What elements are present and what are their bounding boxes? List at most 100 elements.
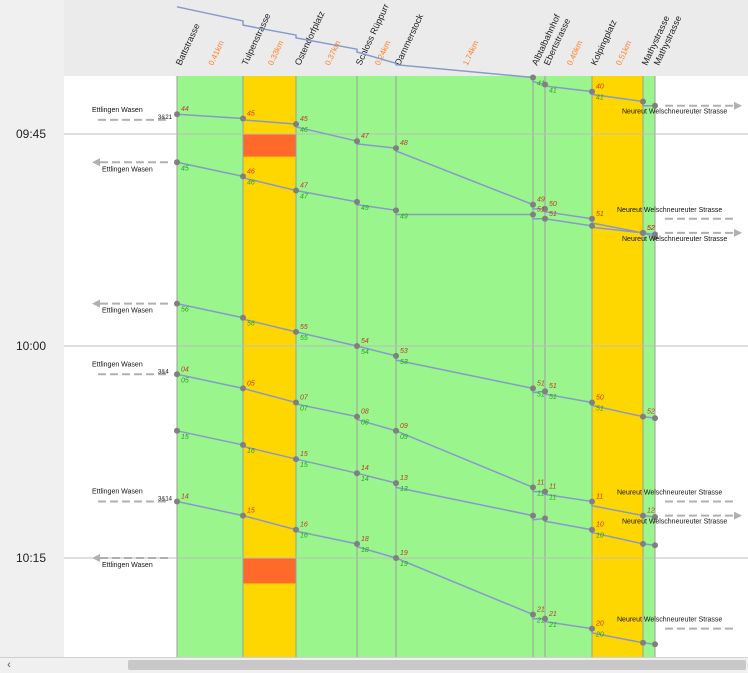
stop-event-dot (293, 456, 299, 463)
departure-minute-label: 05 (247, 380, 255, 387)
terminal-arrowhead (734, 228, 742, 237)
arrival-minute-label: 47 (300, 194, 309, 201)
stop-event-dot (354, 540, 360, 547)
terminal-arrowhead (734, 101, 742, 110)
terminal-arrowhead (92, 554, 100, 562)
stop-event-dot (393, 207, 399, 214)
stop-event-dot (589, 88, 595, 95)
arrival-minute-label: 41 (549, 88, 557, 95)
departure-minute-label: 11 (549, 484, 556, 491)
terminal-arrowhead (92, 158, 100, 167)
stop-event-dot (174, 111, 180, 118)
arrival-minute-label: 16 (247, 448, 255, 455)
stop-event-dot (589, 399, 595, 406)
stop-event-dot (354, 343, 360, 349)
departure-minute-label: 45 (300, 116, 308, 123)
departure-minute-label: 21 (536, 607, 545, 614)
stop-event-dot (589, 526, 595, 533)
arrival-minute-label: 09 (400, 434, 408, 441)
stop-event-dot (393, 145, 399, 152)
departure-minute-label: 52 (647, 409, 655, 416)
departure-minute-label: 14 (181, 493, 189, 500)
stop-event-dot (589, 498, 595, 505)
departure-minute-label: 45 (247, 110, 255, 117)
segment-band (357, 76, 396, 657)
stop-event-dot (589, 215, 595, 222)
terminal-label: Neureut Welschneureuter Strasse (622, 236, 727, 243)
time-axis-label: 09:45 (16, 127, 46, 141)
terminal-label: Neureut Welschneureuter Strasse (622, 109, 727, 116)
departure-minute-label: 14 (361, 465, 369, 472)
departure-minute-label: 21 (548, 611, 557, 618)
stop-event-dot (393, 427, 399, 434)
arrival-minute-label: 55 (300, 335, 308, 342)
arrival-minute-label: 05 (181, 377, 189, 384)
stop-event-dot (174, 498, 180, 505)
stop-event-dot (652, 415, 658, 422)
departure-minute-label: 52 (647, 225, 655, 232)
departure-minute-label: 46 (247, 168, 255, 175)
stop-event-dot (530, 201, 536, 208)
stop-event-dot (652, 514, 658, 521)
terminal-label: Ettlingen Wasen (92, 107, 143, 114)
stop-event-dot (542, 215, 548, 222)
stop-event-dot (530, 611, 536, 618)
terminal-label: Ettlingen Wasen (92, 488, 143, 495)
corner-background (0, 0, 64, 76)
stop-event-dot (293, 187, 299, 194)
arrival-minute-label: 21 (536, 618, 545, 625)
stop-event-dot (640, 413, 646, 420)
arrival-minute-label: 56 (181, 307, 189, 314)
stop-event-dot (354, 198, 360, 205)
stop-event-dot (393, 555, 399, 561)
arrival-minute-label: 51 (596, 406, 604, 413)
departure-minute-label: 13 (400, 475, 408, 482)
departure-minute-label: 10 (596, 522, 604, 529)
arrival-minute-label: 49 (361, 205, 369, 212)
terminal-badge: 3&4 (158, 369, 169, 375)
scroll-left-arrow-icon[interactable]: ‹ (7, 659, 11, 671)
stop-event-dot (542, 388, 548, 395)
segment-band (177, 76, 243, 657)
departure-minute-label: 53 (400, 348, 408, 355)
departure-minute-label: 55 (300, 324, 308, 331)
stop-event-dot (640, 512, 646, 519)
departure-minute-label: 11 (596, 493, 603, 500)
arrival-minute-label: 20 (595, 632, 604, 639)
terminal-label: Ettlingen Wasen (92, 361, 143, 368)
departure-minute-label: 47 (300, 183, 309, 190)
time-gutter (0, 0, 64, 657)
stop-event-dot (589, 222, 595, 229)
stop-event-dot (652, 102, 658, 109)
arrival-minute-label: 46 (300, 127, 308, 134)
stop-event-dot (530, 484, 536, 491)
terminal-arrowhead (734, 511, 742, 520)
departure-minute-label: 51 (537, 207, 545, 214)
arrival-minute-label: 19 (400, 561, 408, 568)
terminal-label: Neureut Welschneureuter Strasse (622, 519, 727, 526)
arrival-minute-label: 51 (549, 394, 557, 401)
stop-event-dot (393, 352, 399, 359)
stop-event-dot (174, 159, 180, 166)
arrival-minute-label: 14 (361, 476, 369, 483)
stop-event-dot (542, 515, 548, 522)
arrival-minute-label: 45 (181, 165, 189, 172)
departure-minute-label: 04 (181, 366, 189, 373)
terminal-arrowhead (92, 299, 100, 308)
arrival-minute-label: 10 (596, 533, 604, 540)
scroll-thumb[interactable] (128, 660, 746, 670)
departure-minute-label: 51 (537, 380, 545, 387)
departure-minute-label: 12 (647, 508, 655, 515)
arrival-minute-label: 18 (361, 547, 369, 554)
stop-event-dot (652, 542, 658, 549)
departure-minute-label: 20 (595, 621, 604, 628)
conflict-block (243, 134, 296, 157)
departure-minute-label: 11 (537, 479, 544, 486)
arrival-minute-label: 08 (361, 420, 369, 427)
stop-event-dot (542, 615, 548, 622)
trip-line (176, 6, 655, 107)
departure-minute-label: 50 (596, 395, 604, 402)
horizontal-scrollbar[interactable]: ‹ (0, 657, 748, 673)
departure-minute-label: 48 (400, 140, 408, 147)
